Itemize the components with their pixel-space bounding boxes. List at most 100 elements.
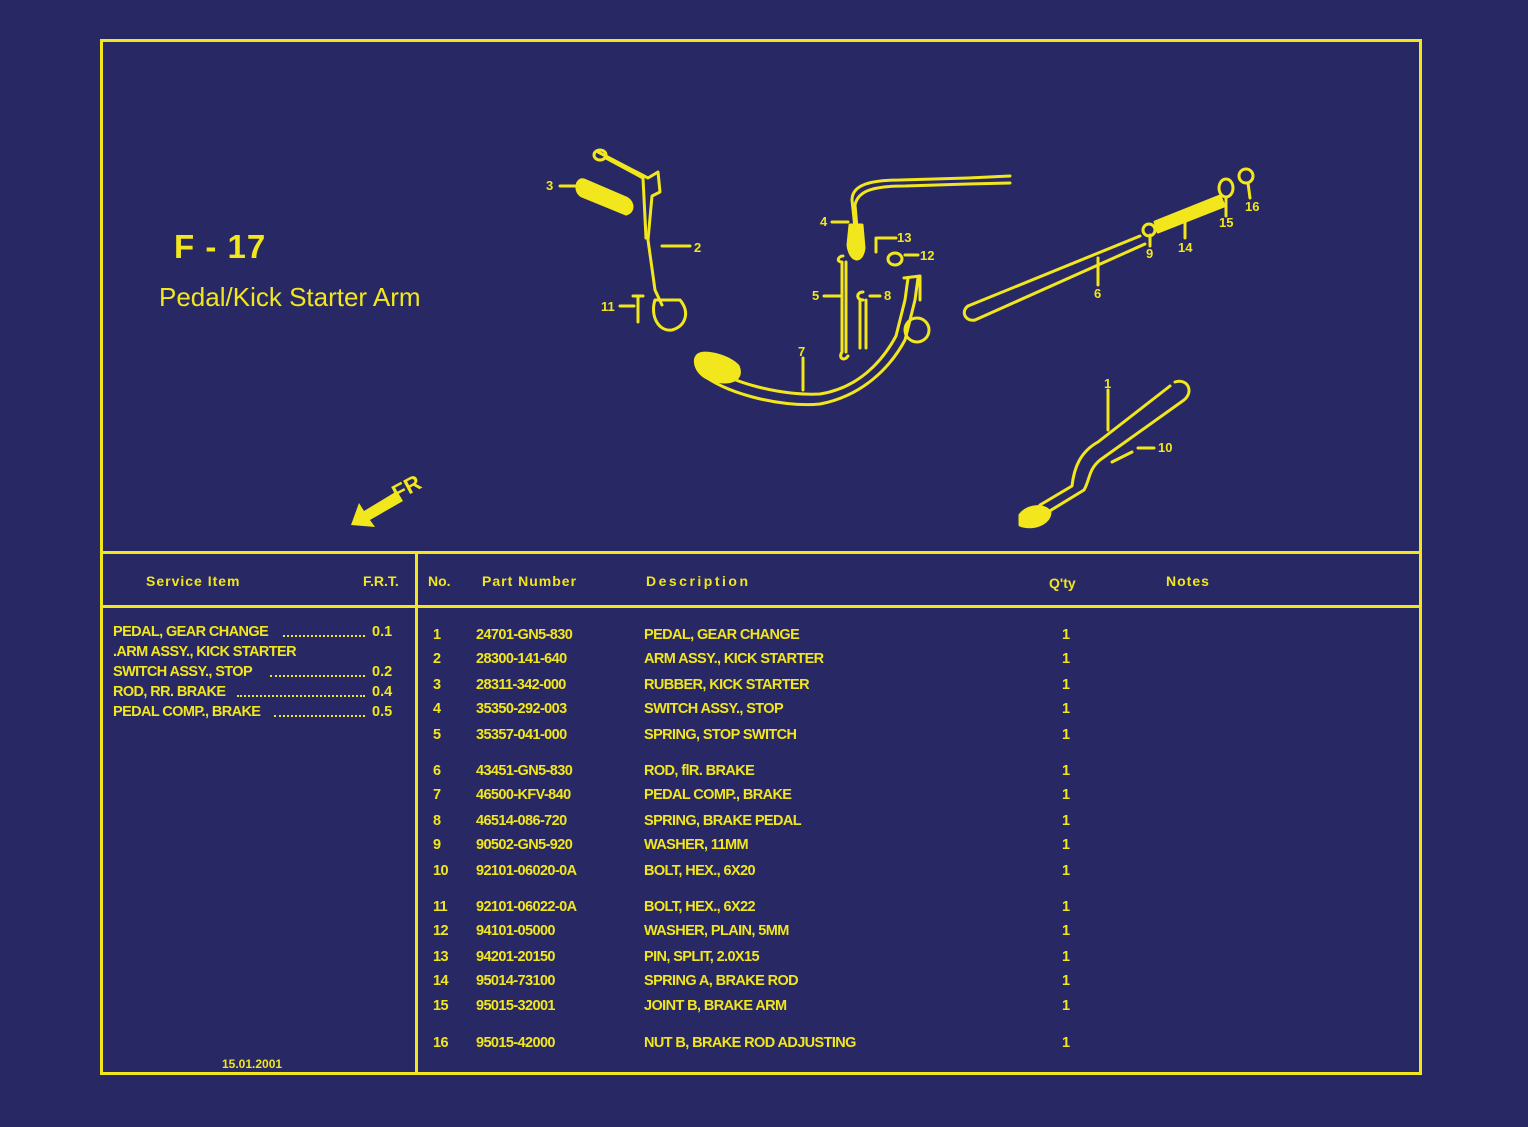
part-qty: 1 [1062, 763, 1070, 779]
part-number: 46500-KFV-840 [476, 787, 571, 803]
part-no: 15 [433, 998, 449, 1014]
part-number: 24701-GN5-830 [476, 627, 573, 643]
kick-rubber [575, 178, 634, 216]
figure-code: F - 17 [174, 228, 267, 265]
part-description: SPRING, STOP SWITCH [644, 727, 797, 743]
part-no: 5 [433, 727, 441, 743]
brake-rod [962, 167, 1255, 322]
part-number: 94201-20150 [476, 949, 555, 965]
callout-7: 7 [798, 344, 805, 359]
part-description: PIN, SPLIT, 2.0X15 [644, 949, 760, 965]
header-notes: Notes [1166, 573, 1210, 589]
part-no: 7 [433, 787, 441, 803]
part-no: 8 [433, 813, 441, 829]
header-frt: F.R.T. [363, 573, 399, 589]
leader-dots [283, 633, 365, 637]
part-number: 95015-32001 [476, 998, 555, 1014]
header-service-item: Service Item [146, 573, 241, 589]
callout-2: 2 [694, 240, 701, 255]
section-divider [100, 551, 1422, 554]
header-description: Description [646, 573, 751, 589]
callout-5: 5 [812, 288, 819, 303]
spring-5 [836, 254, 850, 361]
part-description: RUBBER, KICK STARTER [644, 677, 810, 693]
page-frame [100, 39, 1422, 1075]
part-qty: 1 [1062, 727, 1070, 743]
part-number: 95014-73100 [476, 973, 555, 989]
brake-pedal [693, 274, 931, 407]
part-no: 4 [433, 701, 441, 717]
parts-diagram: 1 2 3 4 5 6 7 8 9 10 11 12 13 14 15 16 [546, 148, 1259, 529]
part-qty: 1 [1062, 701, 1070, 717]
part-qty: 1 [1062, 1035, 1070, 1051]
part-no: 9 [433, 837, 441, 853]
part-no: 14 [433, 973, 449, 989]
part-no: 16 [433, 1035, 449, 1051]
service-item-name: .ARM ASSY., KICK STARTER [113, 644, 297, 660]
part-qty: 1 [1062, 677, 1070, 693]
part-description: WASHER, PLAIN, 5MM [644, 923, 789, 939]
leader-dots [274, 713, 365, 717]
part-qty: 1 [1062, 973, 1070, 989]
part-number: 95015-42000 [476, 1035, 555, 1051]
service-item-name: PEDAL COMP., BRAKE [113, 704, 261, 720]
part-description: BOLT, HEX., 6X20 [644, 863, 756, 879]
column-divider [415, 551, 418, 1075]
part-qty: 1 [1062, 627, 1070, 643]
part-qty: 1 [1062, 813, 1070, 829]
part-no: 3 [433, 677, 441, 693]
part-no: 2 [433, 651, 441, 667]
service-item-frt: 0.2 [372, 664, 393, 680]
service-item-name: ROD, RR. BRAKE [113, 684, 226, 700]
part-qty: 1 [1062, 787, 1070, 803]
callout-15: 15 [1219, 215, 1233, 230]
part-description: ROD, flR. BRAKE [644, 763, 755, 779]
callout-14: 14 [1178, 240, 1193, 255]
header-part-number: Part Number [482, 573, 578, 589]
part-number: 28300-141-640 [476, 651, 567, 667]
part-number: 94101-05000 [476, 923, 555, 939]
callout-3: 3 [546, 178, 553, 193]
part-qty: 1 [1062, 651, 1070, 667]
part-qty: 1 [1062, 899, 1070, 915]
part-no: 1 [433, 627, 441, 643]
part-number: 28311-342-000 [476, 677, 566, 693]
part-number: 90502-GN5-920 [476, 837, 573, 853]
part-no: 12 [433, 923, 449, 939]
part-description: SPRING, BRAKE PEDAL [644, 813, 802, 829]
leader-dots [270, 673, 365, 677]
part-description: SWITCH ASSY., STOP [644, 701, 784, 717]
part-number: 35350-292-003 [476, 701, 567, 717]
service-item-frt: 0.1 [372, 624, 393, 640]
part-no: 13 [433, 949, 449, 965]
callout-10: 10 [1158, 440, 1172, 455]
callout-6: 6 [1094, 286, 1101, 301]
header-no: No. [428, 573, 451, 589]
washer-12 [886, 251, 904, 267]
part-no: 10 [433, 863, 449, 879]
part-qty: 1 [1062, 837, 1070, 853]
callout-13: 13 [897, 230, 911, 245]
part-number: 46514-086-720 [476, 813, 567, 829]
part-no: 11 [433, 899, 448, 915]
front-arrow-icon: FR [351, 470, 425, 527]
part-description: PEDAL, GEAR CHANGE [644, 627, 800, 643]
gear-change-pedal [1018, 379, 1191, 529]
part-description: WASHER, 11MM [644, 837, 749, 853]
service-item-name: SWITCH ASSY., STOP [113, 664, 253, 680]
stop-switch [846, 174, 1012, 261]
service-item-name: PEDAL, GEAR CHANGE [113, 624, 269, 640]
service-item-frt: 0.5 [372, 704, 393, 720]
kick-starter-arm [592, 148, 688, 332]
callout-1: 1 [1104, 376, 1111, 391]
part-description: BOLT, HEX., 6X22 [644, 899, 756, 915]
part-number: 92101-06022-0A [476, 899, 577, 915]
part-qty: 1 [1062, 863, 1070, 879]
header-divider [100, 605, 1422, 608]
part-number: 35357-041-000 [476, 727, 567, 743]
callout-11: 11 [601, 299, 615, 314]
figure-title: Pedal/Kick Starter Arm [159, 282, 421, 312]
part-description: NUT B, BRAKE ROD ADJUSTING [644, 1035, 856, 1051]
part-number: 43451-GN5-830 [476, 763, 573, 779]
part-qty: 1 [1062, 998, 1070, 1014]
